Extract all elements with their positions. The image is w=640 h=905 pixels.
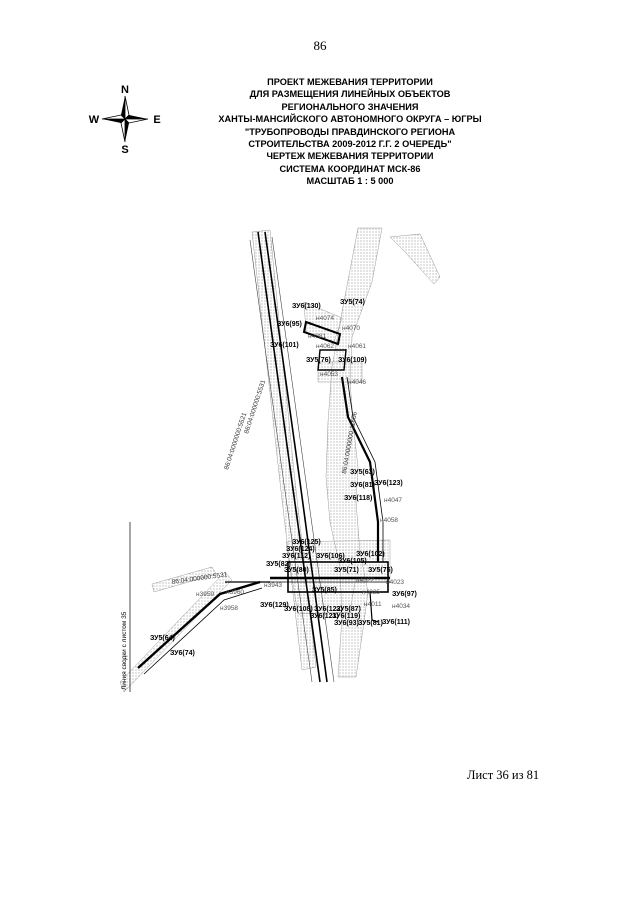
parcel-label: ЗУ5(71) bbox=[334, 567, 359, 574]
page-number: 86 bbox=[313, 38, 327, 53]
parcel-label: ЗУ6(112) bbox=[282, 553, 310, 560]
compass-rose-icon: N S W E bbox=[89, 84, 161, 156]
title-line: ЧЕРТЕЖ МЕЖЕВАНИЯ ТЕРРИТОРИИ bbox=[266, 151, 434, 162]
pipeline-corridor bbox=[143, 587, 263, 675]
parcel-label: ЗУ5(85) bbox=[312, 587, 337, 594]
point-label: н3958 bbox=[220, 605, 238, 612]
title-line: ДЛЯ РАЗМЕЩЕНИЯ ЛИНЕЙНЫХ ОБЪЕКТОВ bbox=[249, 89, 451, 100]
point-label: н4058 bbox=[380, 517, 398, 524]
parcel-label: ЗУ5(74) bbox=[340, 299, 365, 306]
pipeline-corridor bbox=[340, 376, 380, 562]
parcel-label: ЗУ6(130) bbox=[292, 303, 321, 310]
parcel-label: ЗУ5(80) bbox=[284, 567, 309, 574]
compass-e: E bbox=[153, 114, 160, 126]
parcel-outline bbox=[302, 320, 342, 346]
parcel-label: ЗУ6(109) bbox=[338, 357, 367, 364]
point-label: н4025 bbox=[362, 589, 380, 596]
compass-w: W bbox=[89, 114, 100, 126]
sheet-label: Лист 36 из 81 bbox=[467, 768, 540, 782]
pipeline-corridor bbox=[249, 239, 313, 683]
parcel-label: ЗУ5(76) bbox=[306, 357, 331, 364]
title-line: СИСТЕМА КООРДИНАТ МСК-86 bbox=[279, 163, 421, 174]
point-label: н4053 bbox=[320, 371, 338, 378]
point-label: н4034 bbox=[392, 603, 410, 610]
parcel-label: ЗУ5(82) bbox=[266, 561, 291, 568]
stipple-area bbox=[251, 229, 317, 671]
point-label: н3960 bbox=[226, 589, 244, 596]
survey-map: Линия сводки с листом 35 86:04:0000000:5… bbox=[120, 227, 441, 692]
title-line: СТРОИТЕЛЬСТВА 2009-2012 Г.Г. 2 ОЧЕРЕДЬ" bbox=[248, 139, 452, 150]
point-label: н4070 bbox=[342, 325, 360, 332]
point-label: н4074 bbox=[316, 315, 334, 322]
parcel-label: ЗУ5(64) bbox=[150, 635, 175, 642]
pipeline-corridor bbox=[257, 231, 321, 683]
title-line: МАСШТАБ 1 : 5 000 bbox=[306, 176, 394, 187]
parcel-label: ЗУ5(81) bbox=[358, 620, 383, 627]
stipple-area bbox=[120, 571, 233, 692]
point-label: н4011 bbox=[364, 601, 382, 608]
parcel-label: ЗУ6(108) bbox=[284, 606, 313, 613]
parcel-label: ЗУ6(81) bbox=[350, 482, 375, 489]
point-label: н3959 bbox=[196, 591, 214, 598]
parcel-label: ЗУ6(93) bbox=[334, 620, 359, 627]
stipple-area bbox=[151, 566, 217, 593]
parcel-label: ЗУ6(121) bbox=[310, 613, 339, 620]
cadastral-label: 86:04:000000:5531 bbox=[243, 379, 267, 435]
sheet-boundary-note: Линия сводки с листом 35 bbox=[121, 611, 128, 690]
parcel-label: ЗУ6(122) bbox=[314, 606, 343, 613]
pipeline-corridor bbox=[346, 376, 384, 562]
point-label: н3943 bbox=[264, 582, 282, 589]
pipeline-corridor bbox=[264, 231, 328, 683]
title-line: РЕГИОНАЛЬНОГО ЗНАЧЕНИЯ bbox=[281, 101, 419, 112]
title-line: "ТРУБОПРОВОДЫ ПРАВДИНСКОГО РЕГИОНА bbox=[244, 126, 456, 137]
point-label: н4081 bbox=[308, 333, 326, 340]
compass-s: S bbox=[121, 144, 128, 156]
pipeline-corridor bbox=[271, 236, 335, 683]
point-label: н4062 bbox=[316, 343, 334, 350]
parcel-label: ЗУ6(111) bbox=[382, 619, 410, 626]
pipeline-corridor bbox=[137, 580, 261, 669]
parcel-label: ЗУ6(102) bbox=[356, 551, 385, 558]
parcel-label: ЗУ6(97) bbox=[392, 591, 417, 598]
drawing-title: ПРОЕКТ МЕЖЕВАНИЯ ТЕРРИТОРИИ ДЛЯ РАЗМЕЩЕН… bbox=[200, 76, 500, 188]
parcel-label: ЗУ6(125) bbox=[292, 539, 321, 546]
title-line: ХАНТЫ-МАНСИЙСКОГО АВТОНОМНОГО ОКРУГА – Ю… bbox=[218, 114, 482, 125]
parcel-label: ЗУ5(87) bbox=[336, 606, 361, 613]
parcel-label: ЗУ6(101) bbox=[270, 342, 299, 349]
pipeline-corridor bbox=[369, 591, 379, 623]
parcel-label: ЗУ6(105) bbox=[338, 558, 367, 565]
parcel-outline bbox=[317, 349, 347, 371]
cadastral-label: 86:04:0000000:5521 bbox=[223, 411, 248, 470]
stipple-area bbox=[389, 233, 441, 285]
parcel-label: ЗУ6(74) bbox=[170, 650, 195, 657]
stipple-area bbox=[317, 361, 363, 383]
compass-n: N bbox=[121, 84, 129, 96]
parcel-label: ЗУ6(119) bbox=[332, 613, 360, 620]
parcel-label: ЗУ6(118) bbox=[344, 495, 372, 502]
point-label: н4023 bbox=[386, 579, 404, 586]
parcel-label: ЗУ6(106) bbox=[316, 553, 345, 560]
parcel-label: ЗУ6(124) bbox=[286, 546, 315, 553]
parcel-label: ЗУ6(123) bbox=[374, 480, 403, 487]
point-label: н4022 bbox=[356, 577, 374, 584]
point-label: н4047 bbox=[384, 497, 402, 504]
parcel-label: ЗУ6(129) bbox=[260, 602, 289, 609]
parcel-label: ЗУ6(95) bbox=[277, 321, 302, 328]
point-label: н4061 bbox=[348, 343, 366, 350]
point-label: н4046 bbox=[348, 379, 366, 386]
title-line: ПРОЕКТ МЕЖЕВАНИЯ ТЕРРИТОРИИ bbox=[267, 77, 433, 87]
parcel-label: ЗУ5(75) bbox=[368, 567, 393, 574]
parcel-label: ЗУ5(63) bbox=[350, 469, 375, 476]
